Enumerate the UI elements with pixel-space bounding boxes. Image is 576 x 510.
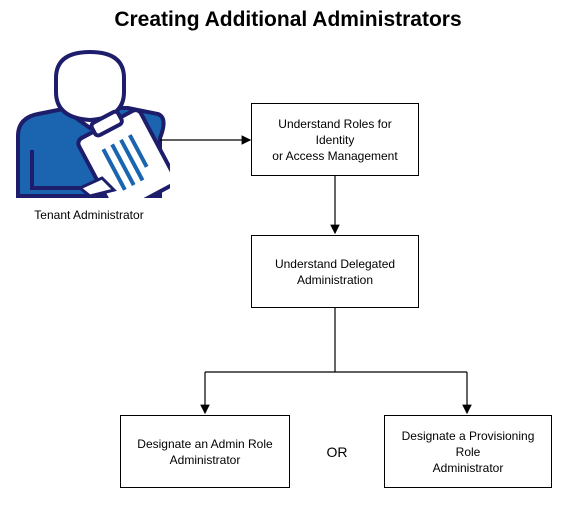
- user-with-clipboard-icon: [16, 49, 170, 198]
- branch-or-label: OR: [326, 444, 348, 460]
- diagram-title: Creating Additional Administrators: [114, 8, 462, 31]
- step-understand-roles: Understand Roles for Identity or Access …: [251, 103, 419, 176]
- actor-hand: [77, 176, 117, 198]
- step-text-line: Designate a Provisioning Role: [401, 428, 535, 459]
- step-text-line: Understand Roles for Identity: [278, 116, 392, 147]
- step-designate-provisioning-role: Designate a Provisioning Role Administra…: [384, 415, 552, 488]
- step-text-line: Administration: [296, 272, 374, 287]
- step-understand-delegated: Understand Delegated Administration: [251, 235, 419, 308]
- step-text-line: Administrator: [432, 460, 504, 475]
- step-text-line: Understand Delegated: [274, 256, 396, 271]
- actor-head: [54, 49, 126, 123]
- actor-arm: [30, 150, 80, 190]
- actor-label: Tenant Administrator: [34, 208, 144, 222]
- step-designate-admin-role: Designate an Admin Role Administrator: [120, 415, 290, 488]
- step-text-line: or Access Management: [272, 148, 398, 163]
- step-text-line: Administrator: [169, 452, 241, 467]
- step-text-line: Designate an Admin Role: [137, 436, 273, 451]
